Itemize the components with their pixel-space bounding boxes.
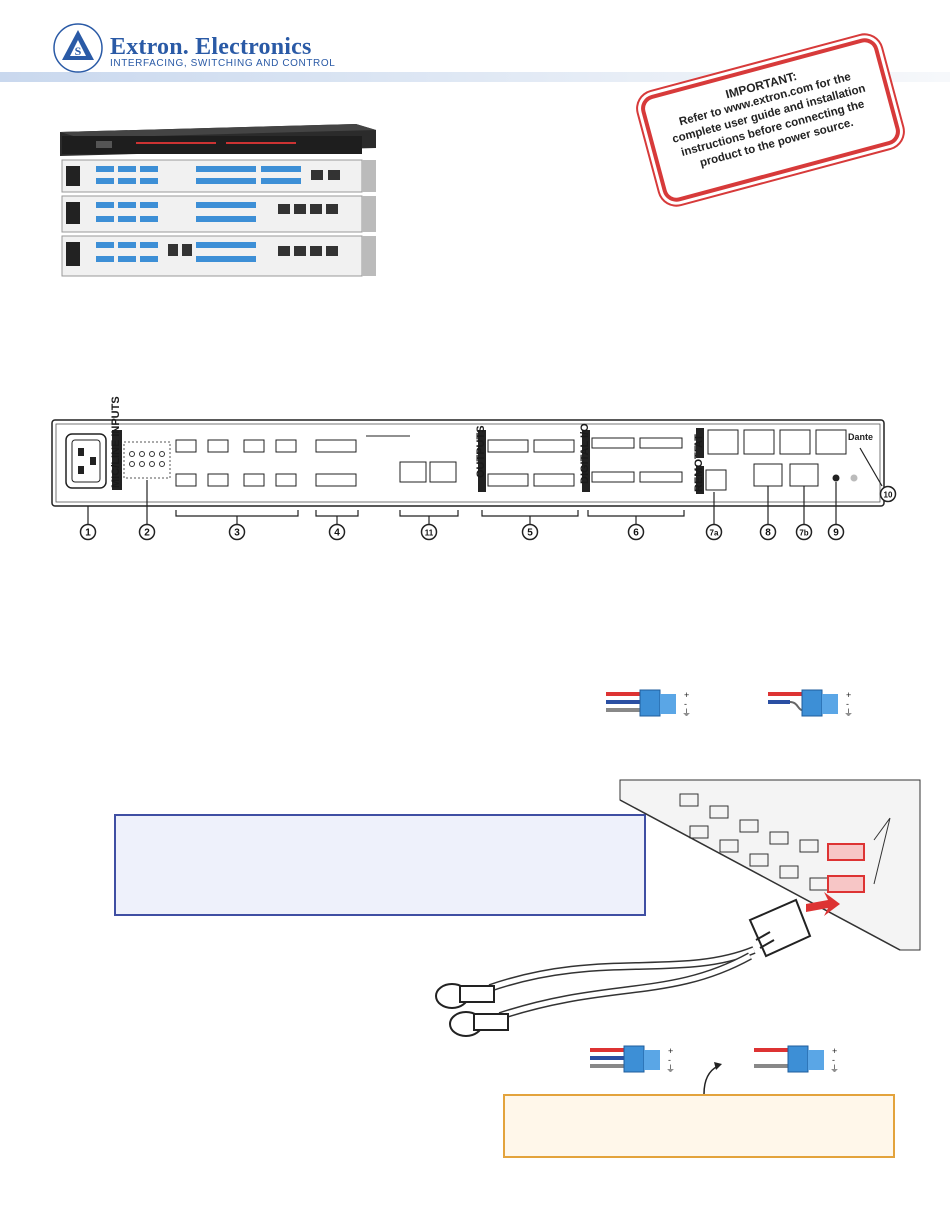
curved-arrow-icon bbox=[703, 1062, 722, 1095]
at-label-bar bbox=[696, 428, 704, 458]
important-stamp: IMPORTANT: Refer to www.extron.com for t… bbox=[637, 35, 904, 205]
polarity-ground-4: ⏚ bbox=[830, 1064, 839, 1074]
lan-ports bbox=[399, 461, 457, 483]
polarity-plus: + bbox=[684, 690, 689, 700]
callout-circle-4 bbox=[328, 523, 346, 541]
callout-circle-9 bbox=[827, 523, 845, 541]
polarity-plus-2: + bbox=[846, 690, 851, 700]
polarity-minus: - bbox=[684, 699, 687, 709]
callout-number-10: 10 bbox=[884, 491, 893, 500]
perspective-connectors bbox=[679, 793, 829, 891]
digital-io-connectors bbox=[591, 437, 683, 483]
polarity-ground-3: ⏚ bbox=[666, 1064, 675, 1074]
callout-circle-1 bbox=[79, 523, 97, 541]
at-label: AT bbox=[693, 434, 705, 448]
captive-screw-plug bbox=[748, 898, 812, 958]
callout-number-6: 6 bbox=[633, 528, 639, 539]
line-input-connectors bbox=[315, 439, 357, 487]
callout-circle-7a bbox=[705, 523, 723, 541]
callout-circle-8 bbox=[759, 523, 777, 541]
polarity-minus-3: - bbox=[668, 1055, 671, 1065]
unbalanced-wiring-diagram-bottom: + - ⏚ bbox=[754, 1045, 839, 1074]
extron-logo: S bbox=[53, 23, 103, 73]
brand-tagline: INTERFACING, SWITCHING AND CONTROL bbox=[110, 58, 336, 69]
callout-number-11: 11 bbox=[425, 529, 434, 538]
polarity-minus-4: - bbox=[832, 1055, 835, 1065]
cable-connection-illustration bbox=[435, 779, 921, 1037]
callout-number-2: 2 bbox=[144, 528, 150, 539]
balanced-wiring-diagram-top: + - ⏚ bbox=[606, 689, 691, 718]
note-box-orange bbox=[503, 1094, 895, 1158]
callout-number-7b: 7b bbox=[799, 529, 808, 538]
digital-io-label-bar bbox=[582, 430, 590, 492]
rear-panel-diagram: MIC/LINE INPUTS OUTPUTS DIGITAL I/O REMO… bbox=[51, 396, 897, 541]
svg-text:S: S bbox=[75, 44, 82, 58]
unit-3 bbox=[61, 195, 376, 233]
polarity-ground: ⏚ bbox=[682, 708, 691, 718]
unit-2 bbox=[61, 159, 376, 193]
digital-io-label: DIGITAL I/O bbox=[579, 423, 591, 484]
polarity-plus-4: + bbox=[832, 1046, 837, 1056]
highlighted-port-top bbox=[827, 843, 865, 861]
callout-number-5: 5 bbox=[527, 528, 533, 539]
lan-ports-right bbox=[753, 463, 819, 487]
callout-brackets bbox=[87, 447, 883, 524]
balanced-wiring-diagram-bottom: + - ⏚ bbox=[590, 1045, 675, 1074]
power-inlet bbox=[65, 433, 107, 489]
remote-port bbox=[705, 469, 727, 491]
reset-button bbox=[832, 474, 840, 482]
input-connectors bbox=[175, 439, 297, 487]
callout-circle-7b bbox=[795, 523, 813, 541]
callout-circle-2 bbox=[138, 523, 156, 541]
callout-number-8: 8 bbox=[765, 528, 771, 539]
callout-numbers: 1 2 3 4 11 5 6 7a 8 7b 9 10 bbox=[79, 485, 897, 541]
unit-bottom bbox=[61, 235, 376, 277]
outputs-label-bar bbox=[478, 430, 486, 492]
outputs-label: OUTPUTS bbox=[475, 425, 487, 478]
dante-logo: Dante bbox=[848, 432, 873, 442]
callout-number-3: 3 bbox=[234, 528, 240, 539]
insert-arrow-icon bbox=[806, 892, 840, 916]
polarity-plus-3: + bbox=[668, 1046, 673, 1056]
polarity-ground-2: ⏚ bbox=[844, 708, 853, 718]
callout-number-1: 1 bbox=[85, 528, 91, 539]
output-connectors bbox=[487, 439, 575, 487]
unit-top bbox=[60, 124, 376, 156]
mic-line-inputs-label: MIC/LINE INPUTS bbox=[110, 396, 122, 488]
callout-circle-3 bbox=[228, 523, 246, 541]
product-photo bbox=[60, 124, 376, 277]
callout-circle-11 bbox=[420, 523, 438, 541]
led-indicator bbox=[850, 474, 858, 482]
header-band bbox=[0, 72, 950, 82]
callout-circle-6 bbox=[627, 523, 645, 541]
callout-number-7a: 7a bbox=[710, 529, 719, 538]
mic-line-label-bar bbox=[112, 430, 122, 490]
at-ports bbox=[707, 429, 847, 455]
callout-number-9: 9 bbox=[833, 528, 839, 539]
remote-label-bar bbox=[696, 466, 704, 494]
brand-name: Extron. Electronics bbox=[110, 34, 312, 60]
gain-leds bbox=[129, 451, 165, 467]
polarity-minus-2: - bbox=[846, 699, 849, 709]
note-box-blue bbox=[114, 814, 646, 916]
highlighted-port-bottom bbox=[827, 875, 865, 893]
callout-number-4: 4 bbox=[334, 528, 340, 539]
callout-circle-5 bbox=[521, 523, 539, 541]
callout-circle-10 bbox=[879, 485, 897, 503]
unbalanced-wiring-diagram-top: + - ⏚ bbox=[768, 689, 853, 718]
